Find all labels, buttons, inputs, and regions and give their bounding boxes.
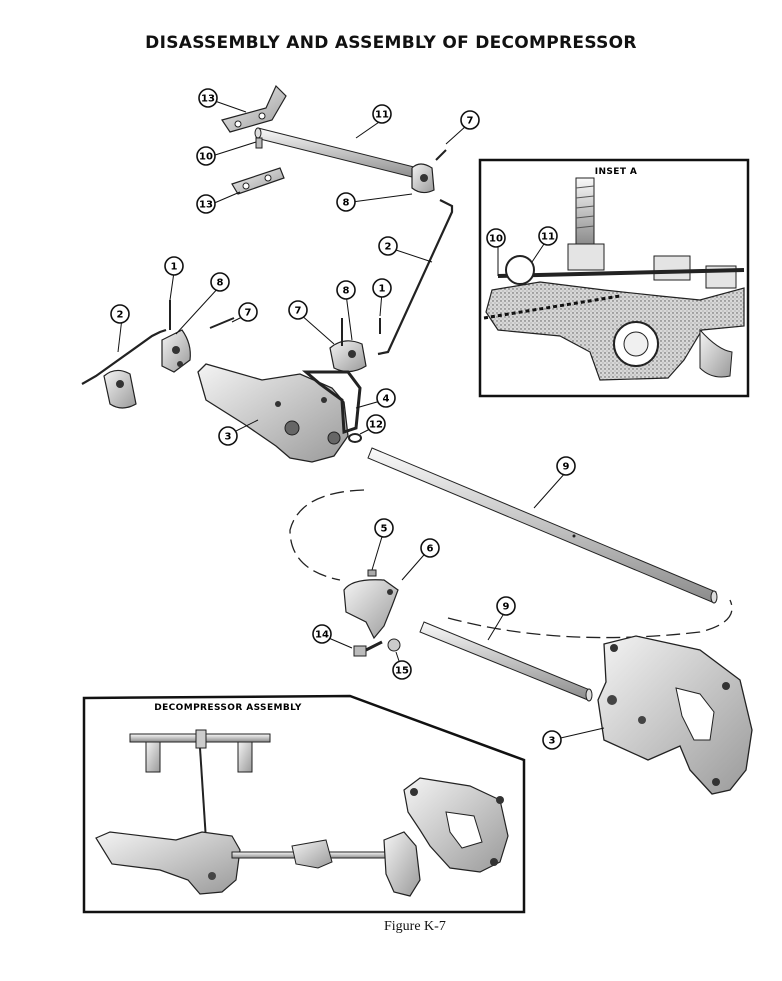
callout-label: 14 (315, 630, 329, 641)
callout-label: 3 (549, 736, 556, 747)
callout-4: 4 (376, 388, 396, 408)
callout-label: 1 (171, 262, 178, 273)
callout-label: 8 (343, 286, 350, 297)
screw-10 (255, 137, 263, 149)
top-bracket-upper (221, 84, 287, 133)
page-title: DISASSEMBLY AND ASSEMBLY OF DECOMPRESSOR (145, 33, 637, 53)
callout-label: 9 (503, 602, 510, 613)
callout-label: 10 (199, 152, 213, 163)
callout-label: 13 (199, 200, 213, 211)
callout-7: 7 (288, 300, 308, 320)
callout-15: 15 (392, 660, 412, 680)
callout-3: 3 (218, 426, 238, 446)
assembly-illustration (95, 729, 509, 897)
fitting-8-top (411, 163, 435, 194)
screw-5 (367, 569, 377, 577)
nut-15 (387, 638, 401, 652)
callout-6: 6 (420, 538, 440, 558)
rocker-arm-housing (197, 363, 349, 463)
callout-3: 3 (542, 730, 562, 750)
top-bracket-lower (231, 167, 285, 195)
callout-11: 11 (538, 226, 558, 246)
callout-13: 13 (196, 194, 216, 214)
callout-2: 2 (378, 236, 398, 256)
callout-8: 8 (336, 192, 356, 212)
callout-14: 14 (312, 624, 332, 644)
callout-1: 1 (372, 278, 392, 298)
callout-label: 11 (541, 232, 555, 243)
clamp-left (103, 369, 137, 409)
callout-label: 11 (375, 110, 389, 121)
inset-a-label: INSET A (595, 167, 638, 177)
callout-label: 8 (217, 278, 224, 289)
callout-5: 5 (374, 518, 394, 538)
fitting-8-right (329, 340, 367, 373)
pin-7-left (209, 317, 235, 329)
callout-label: 15 (395, 666, 409, 677)
gasket-4 (301, 370, 362, 435)
callout-11: 11 (372, 104, 392, 124)
callout-9: 9 (556, 456, 576, 476)
long-shaft-9 (367, 447, 718, 604)
rocker-arm-bracket (597, 635, 753, 795)
callout-7: 7 (460, 110, 480, 130)
callout-2: 2 (110, 304, 130, 324)
bolt-14 (353, 640, 383, 657)
callout-10: 10 (196, 146, 216, 166)
callout-label: 8 (343, 198, 350, 209)
callout-7: 7 (238, 302, 258, 322)
callout-label: 9 (563, 462, 570, 473)
assembly-label: DECOMPRESSOR ASSEMBLY (154, 703, 302, 713)
callout-13: 13 (198, 88, 218, 108)
rod-2-right (377, 199, 454, 356)
callout-label: 7 (295, 306, 302, 317)
callout-label: 2 (117, 310, 124, 321)
callout-9: 9 (496, 596, 516, 616)
inset-a-illustration (483, 177, 745, 381)
callout-label: 7 (467, 116, 474, 127)
callout-1: 1 (164, 256, 184, 276)
callout-label: 7 (245, 308, 252, 319)
callout-label: 1 (379, 284, 386, 295)
fitting-8-left (161, 329, 191, 373)
callout-label: 12 (369, 420, 383, 431)
callout-label: 6 (427, 544, 434, 555)
callout-10: 10 (486, 228, 506, 248)
callout-8: 8 (336, 280, 356, 300)
callout-label: 13 (201, 94, 215, 105)
callout-label: 10 (489, 234, 503, 245)
lever-6 (343, 579, 399, 640)
o-ring-12 (348, 433, 362, 443)
callout-label: 4 (383, 394, 390, 405)
callout-12: 12 (366, 414, 386, 434)
pin-7-top (435, 149, 447, 161)
callout-label: 5 (381, 524, 388, 535)
callout-8: 8 (210, 272, 230, 292)
callout-label: 2 (385, 242, 392, 253)
short-shaft-9 (419, 621, 593, 702)
dashed-assembly-route (289, 489, 733, 639)
figure-caption: Figure K-7 (384, 919, 446, 934)
callout-label: 3 (225, 432, 232, 443)
rod-2-left (81, 328, 167, 385)
